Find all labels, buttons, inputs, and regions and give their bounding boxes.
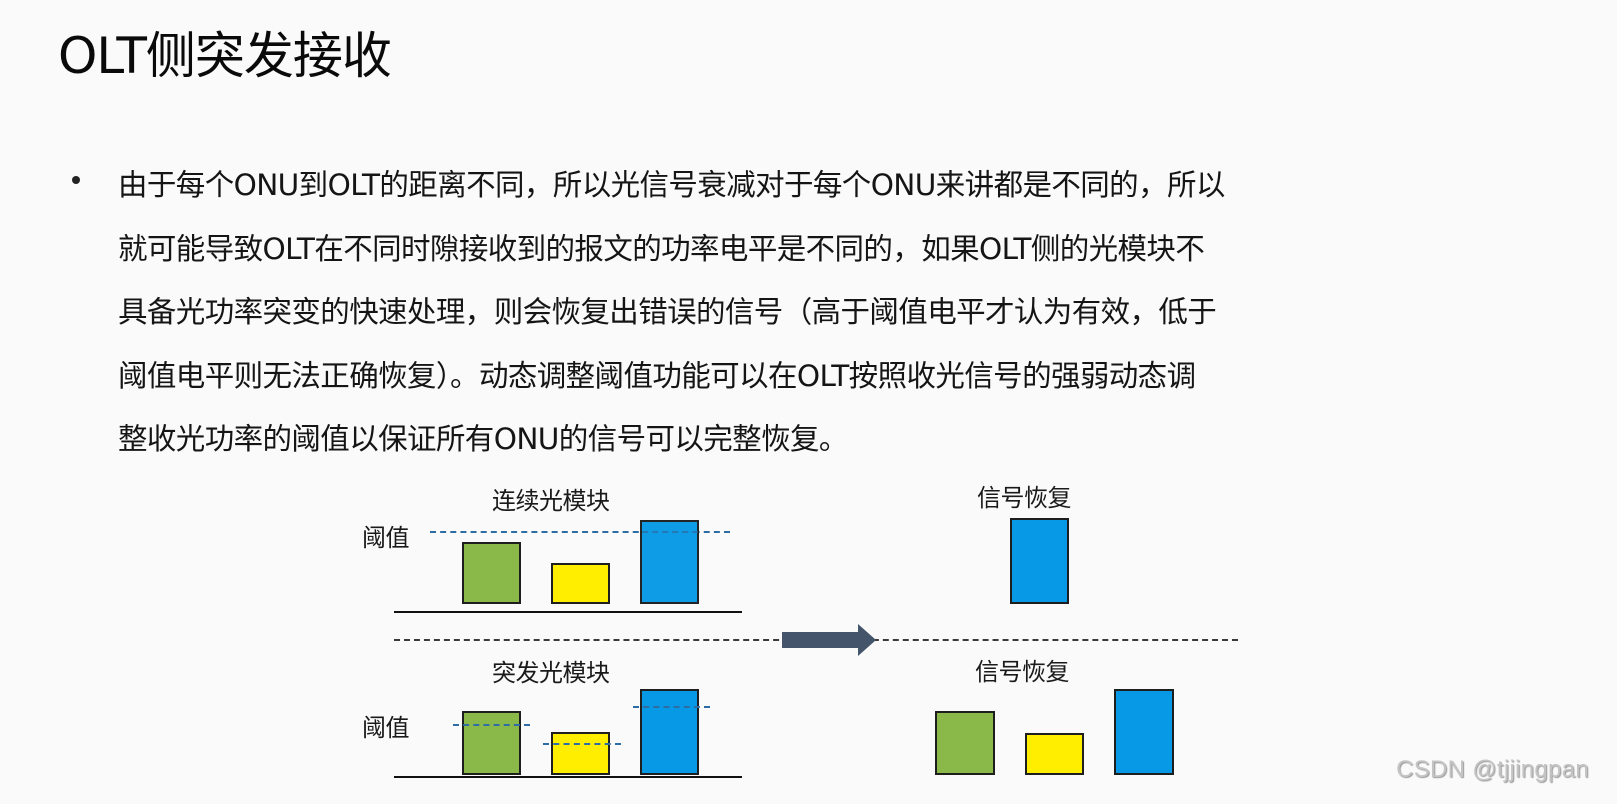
threshold-line-yellow [543,743,621,745]
baseline-bottom [394,776,742,778]
burst-bar-yellow [551,732,610,775]
recovered-bar-blue [1010,518,1069,604]
threshold-line-green [453,724,530,726]
paragraph-line: 具备光功率突变的快速处理，则会恢复出错误的信号（高于阈值电平才认为有效，低于 [118,295,1217,329]
threshold-line-blue [633,706,710,708]
signal-recovery-label-top: 信号恢复 [977,484,1072,512]
baseline-top [394,611,742,613]
paragraph-text: 由于每个ONU到OLT的距离不同，所以光信号衰减对于每个ONU来讲都是不同的，所… [118,154,1588,472]
burst-bar-blue [640,689,699,775]
paragraph-line: 就可能导致OLT在不同时隙接收到的报文的功率电平是不同的，如果OLT侧的光模块不 [118,231,1205,266]
continuous-module-label: 连续光模块 [492,487,610,515]
recovered-bar-yellow [1025,733,1084,775]
signal-recovery-label-bottom: 信号恢复 [975,658,1070,686]
arrow-right-icon [782,624,876,656]
recovered-bar-blue-bottom [1114,689,1174,775]
threshold-line-over-blue [642,531,698,533]
threshold-line-top [430,531,730,533]
threshold-label-bottom: 阈值 [362,714,410,742]
paragraph-line: 由于每个ONU到OLT的距离不同，所以光信号衰减对于每个ONU来讲都是不同的，所… [118,168,1225,202]
bullet-icon [72,176,80,184]
paragraph-line: 阈值电平则无法正确恢复）。动态调整阈值功能可以在OLT按照收光信号的强弱动态调 [118,358,1196,393]
signal-bar-green [462,542,521,604]
threshold-label-top: 阈值 [362,524,410,552]
burst-module-label: 突发光模块 [492,659,610,687]
signal-bar-blue [640,520,699,604]
watermark: CSDN @tjjingpan [1396,756,1589,783]
paragraph-line: 整收光功率的阈值以保证所有ONU的信号可以完整恢复。 [118,422,848,456]
recovered-bar-green [935,711,995,775]
signal-bar-yellow [551,563,610,604]
burst-bar-green [462,711,521,775]
slide-title: OLT侧突发接收 [58,27,392,85]
